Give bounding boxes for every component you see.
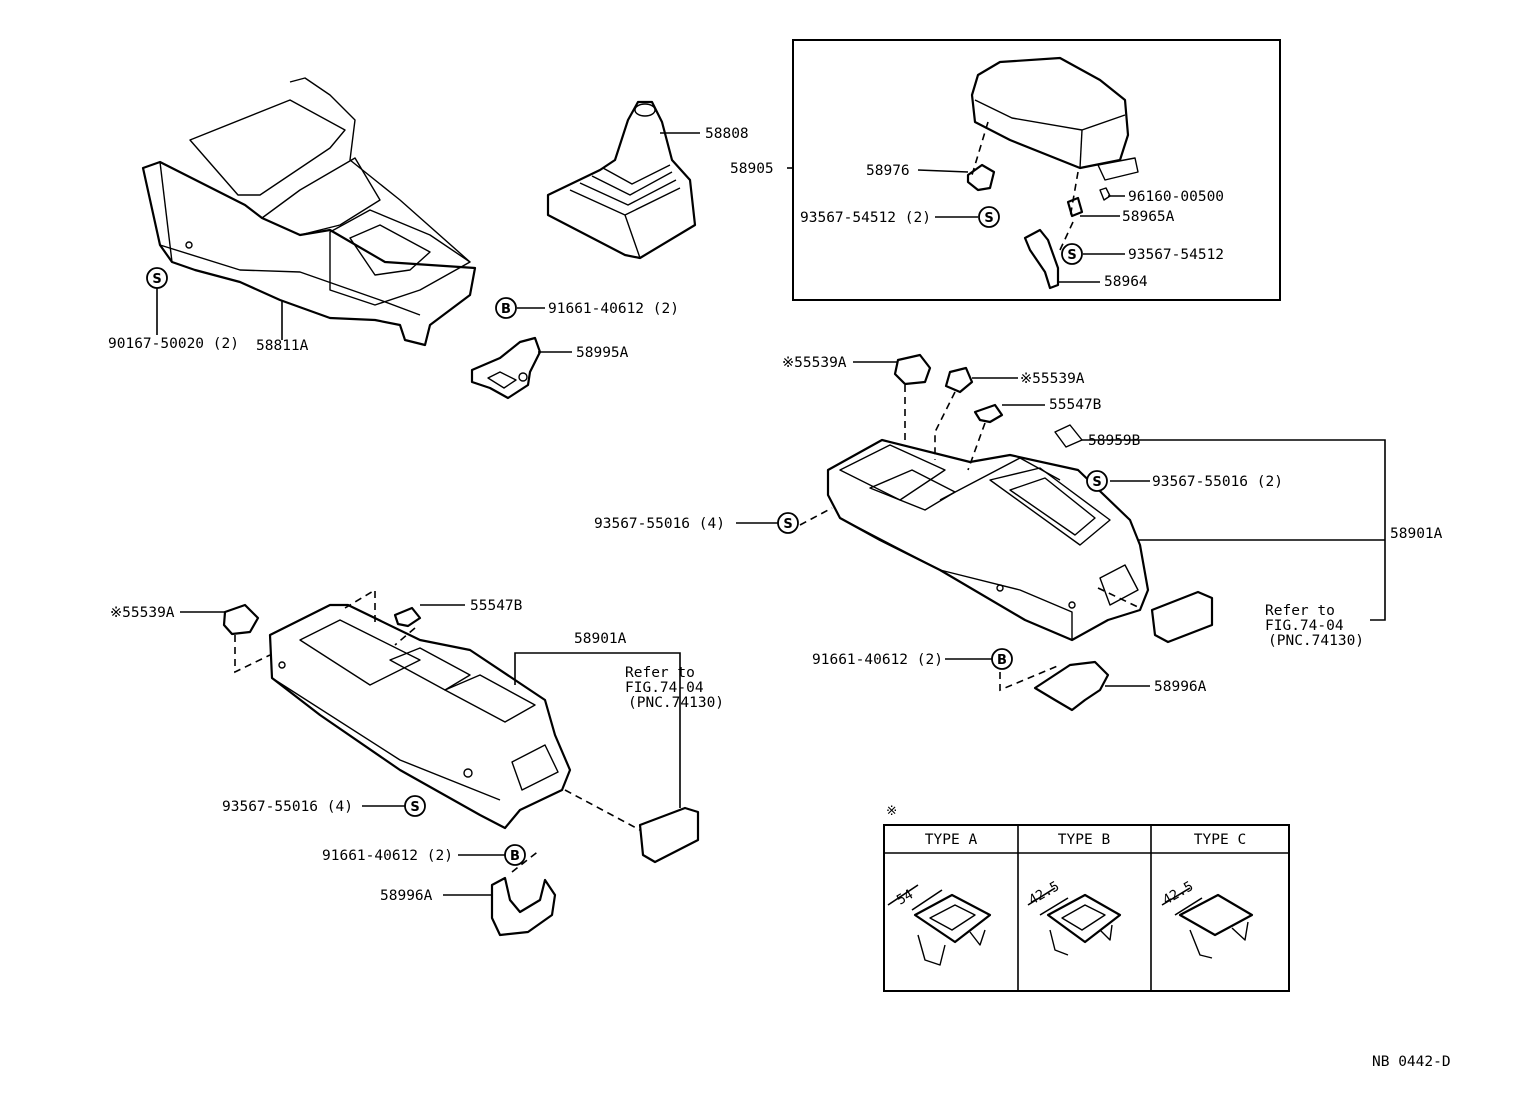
svg-text:S: S (152, 272, 161, 287)
screw-symbol-4: S (1086, 470, 1108, 492)
svg-text:FIG.74-04: FIG.74-04 (1265, 618, 1344, 634)
reference-note-2: Refer to FIG.74-04 (PNC.74130) (1265, 603, 1364, 649)
callout-58996A-2: 58996A (380, 888, 433, 904)
console-box-left (268, 603, 572, 830)
console-upper-panel (141, 77, 477, 347)
leader-lines (156, 132, 1386, 896)
callout-55547B-2: 55547B (470, 598, 523, 614)
type-c-header: TYPE C (1194, 832, 1246, 848)
clip-55547B-left (393, 606, 422, 628)
type-a-sketch: 54 (887, 884, 992, 966)
clip-55539A-left (222, 603, 260, 636)
callout-58901A-2: 58901A (574, 631, 627, 647)
svg-text:S: S (783, 517, 792, 532)
figure-id: NB 0442-D (1372, 1054, 1451, 1070)
bracket-58995A (470, 336, 542, 400)
svg-text:54: 54 (894, 886, 916, 908)
svg-text:B: B (501, 302, 511, 317)
callout-90167-50020: 90167-50020 (2) (108, 336, 239, 352)
callout-91661-40612-b: 91661-40612 (2) (812, 652, 943, 668)
bolt-symbol-3: B (504, 844, 526, 866)
callout-93567-54512: 93567-54512 (1128, 247, 1224, 263)
callout-55539A-2: ※55539A (1020, 371, 1085, 387)
svg-text:(PNC.74130): (PNC.74130) (1268, 633, 1364, 649)
insert-right (1150, 590, 1214, 644)
callout-labels: 90167-50020 (2) 58811A 58808 91661-40612… (108, 126, 1443, 904)
svg-text:S: S (1092, 475, 1101, 490)
svg-text:Refer to: Refer to (1265, 603, 1335, 619)
svg-text:B: B (997, 653, 1007, 668)
type-c-sketch: 42.5 (1160, 878, 1254, 959)
callout-93567-55016-4b: 93567-55016 (4) (222, 799, 353, 815)
callout-93567-55016-2: 93567-55016 (2) (1152, 474, 1283, 490)
callout-58808: 58808 (705, 126, 749, 142)
arm-58964 (1023, 228, 1060, 290)
svg-text:S: S (984, 211, 993, 226)
assembly-dashes (234, 121, 1141, 873)
callout-55539A-3: ※55539A (110, 605, 175, 621)
callout-91661-40612-a: 91661-40612 (2) (548, 301, 679, 317)
screw-symbol-3: S (1061, 243, 1083, 265)
callout-93567-55016-4a: 93567-55016 (4) (594, 516, 725, 532)
callout-91661-40612-c: 91661-40612 (2) (322, 848, 453, 864)
callout-58964: 58964 (1104, 274, 1148, 290)
callout-55539A-1: ※55539A (782, 355, 847, 371)
callout-58811A: 58811A (256, 338, 309, 354)
callout-58995A: 58995A (576, 345, 629, 361)
screw-symbol-2: S (978, 206, 1000, 228)
bolt-symbol-2: B (991, 648, 1013, 670)
screw-symbol-6: S (404, 795, 426, 817)
bracket-58996A-right (1033, 660, 1110, 712)
armrest-lid (970, 56, 1139, 181)
callout-58965A: 58965A (1122, 209, 1175, 225)
reference-note-1: Refer to FIG.74-04 (PNC.74130) (625, 665, 724, 711)
insert-left (638, 806, 700, 864)
type-b-header: TYPE B (1058, 832, 1111, 848)
type-a-header: TYPE A (925, 832, 978, 848)
shift-boot (546, 100, 697, 260)
bolt-symbol-1: B (495, 297, 517, 319)
bracket-58996A-left (490, 876, 557, 937)
type-table-marker: ※ (886, 803, 897, 819)
svg-text:S: S (410, 800, 419, 815)
svg-text:Refer to: Refer to (625, 665, 695, 681)
screw-symbol-5: S (777, 512, 799, 534)
callout-96160-00500: 96160-00500 (1128, 189, 1224, 205)
callout-55547B-1: 55547B (1049, 397, 1102, 413)
type-table: ※ TYPE A TYPE B TYPE C 54 42.5 (883, 803, 1290, 992)
callout-58959B: 58959B (1088, 433, 1141, 449)
svg-text:B: B (510, 849, 520, 864)
armrest-detail-box (792, 39, 1281, 301)
svg-text:(PNC.74130): (PNC.74130) (628, 695, 724, 711)
armrest-clip-58976 (966, 163, 996, 192)
svg-text:42.5: 42.5 (1160, 878, 1196, 908)
screw-symbol-1: S (146, 267, 168, 289)
callout-58901A-1: 58901A (1390, 526, 1443, 542)
clips-top-right (893, 353, 1083, 448)
callout-93567-54512-2: 93567-54512 (2) (800, 210, 931, 226)
console-box-right (826, 438, 1150, 642)
screw-96160 (1099, 187, 1111, 201)
callout-58976: 58976 (866, 163, 910, 179)
svg-text:FIG.74-04: FIG.74-04 (625, 680, 704, 696)
svg-text:S: S (1067, 248, 1076, 263)
callout-58905: 58905 (730, 161, 774, 177)
callout-58996A-1: 58996A (1154, 679, 1207, 695)
type-b-sketch: 42.5 (1026, 878, 1122, 956)
